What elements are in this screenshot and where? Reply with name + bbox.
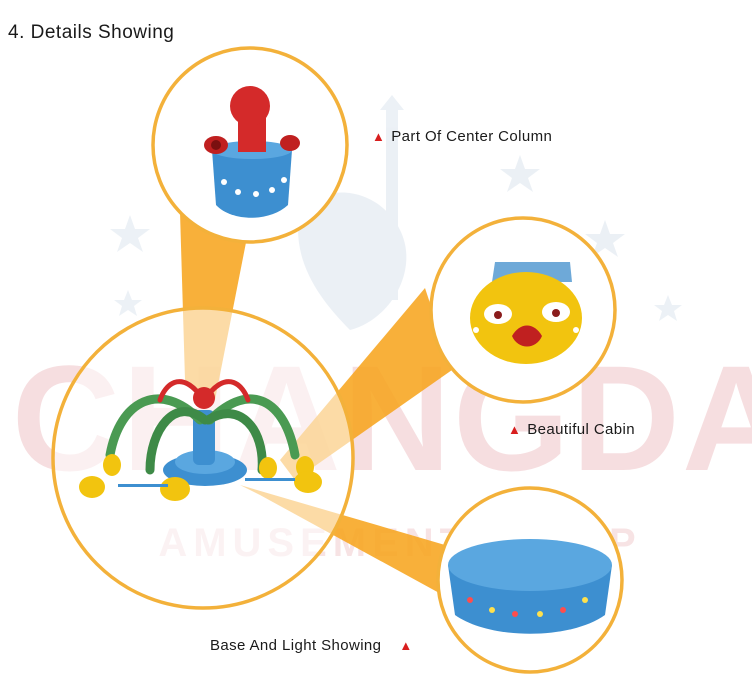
cabin-detail	[429, 216, 617, 404]
callout-label: Beautiful Cabin	[527, 421, 636, 438]
watermark-star-icon	[110, 215, 150, 252]
watermark-star-icon	[500, 155, 540, 192]
callout-label: Part Of Center Column	[391, 128, 553, 145]
red-triangle-icon: ▲	[372, 129, 386, 144]
red-triangle-icon: ▲	[508, 422, 522, 437]
watermark-star-icon	[585, 220, 625, 257]
watermark-star-icon	[114, 290, 142, 316]
callout-center-column: ▲ Part Of Center Column	[372, 128, 552, 145]
watermark-star-icon	[654, 295, 682, 321]
watermark-horse-icon	[298, 192, 407, 330]
callout-base: Base And Light Showing ▲	[210, 637, 413, 654]
beam-to-base	[240, 485, 452, 600]
page-title: 4. Details Showing	[8, 22, 175, 43]
main-ride-view	[51, 306, 355, 610]
callout-label: Base And Light Showing	[210, 637, 382, 654]
callout-cabin: ▲ Beautiful Cabin	[508, 421, 635, 438]
center-column-detail	[151, 46, 349, 244]
base-detail	[436, 486, 624, 674]
watermark-carousel-icon	[380, 95, 404, 300]
watermark	[110, 95, 682, 330]
red-triangle-icon: ▲	[399, 638, 413, 653]
